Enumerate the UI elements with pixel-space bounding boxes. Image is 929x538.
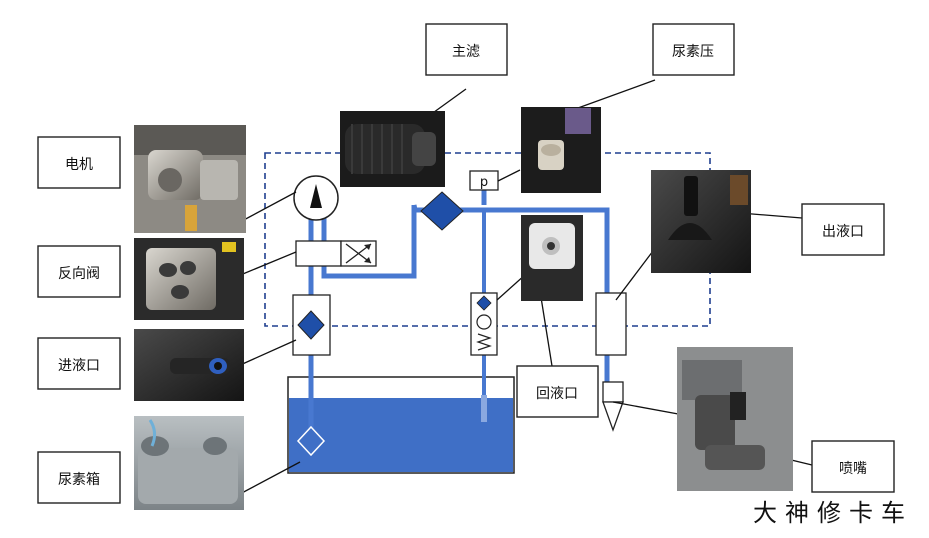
return-valve-spring	[476, 333, 492, 351]
urea-tank-label: 尿素箱	[58, 472, 100, 488]
urea-tank-photo	[134, 416, 244, 510]
main-filter-diamond	[420, 191, 464, 231]
nozzle-photo	[677, 347, 793, 491]
outlet-block	[595, 292, 627, 356]
inlet-label: 进液口	[58, 358, 100, 374]
outlet-photo	[651, 170, 751, 273]
reversing-valve-left-block	[295, 240, 342, 267]
return-line-tip	[481, 395, 487, 422]
nozzle-tip	[602, 401, 624, 432]
callout-nozzle: 喷嘴	[811, 440, 895, 493]
nozzle-label: 喷嘴	[839, 461, 867, 477]
tank-filter-diamond	[296, 425, 326, 457]
callout-return-port: 回液口	[516, 365, 599, 418]
reversing-valve-photo	[134, 238, 244, 320]
callout-outlet: 出液口	[801, 203, 885, 256]
callout-main-filter: 主滤	[425, 23, 508, 76]
callout-inlet: 进液口	[37, 337, 121, 390]
return-port-photo	[521, 215, 583, 301]
return-valve-diamond	[476, 295, 492, 311]
urea-pressure-label: 尿素压	[672, 44, 714, 60]
motor-photo	[134, 125, 246, 233]
main-filter-photo	[340, 111, 445, 187]
watermark: 大神修卡车	[753, 499, 913, 527]
urea-pressure-photo	[521, 107, 601, 193]
return-valve-ball	[476, 314, 492, 330]
pressure-sensor-symbol: p	[480, 175, 488, 190]
callout-urea-pressure: 尿素压	[652, 23, 735, 76]
pump-arrow-icon	[310, 184, 322, 208]
callout-urea-tank: 尿素箱	[37, 451, 121, 504]
nozzle-body	[602, 381, 624, 403]
main-filter-label: 主滤	[452, 44, 480, 60]
callout-motor: 电机	[37, 136, 121, 189]
motor-label: 电机	[65, 157, 93, 173]
reversing-valve-label: 反向阀	[58, 266, 100, 282]
return-port-label: 回液口	[536, 386, 578, 402]
inlet-filter-diamond	[297, 310, 325, 340]
outlet-label: 出液口	[822, 224, 864, 240]
urea-tank-fluid	[289, 398, 513, 472]
callout-reversing-valve: 反向阀	[37, 245, 121, 298]
inlet-photo	[134, 329, 244, 401]
